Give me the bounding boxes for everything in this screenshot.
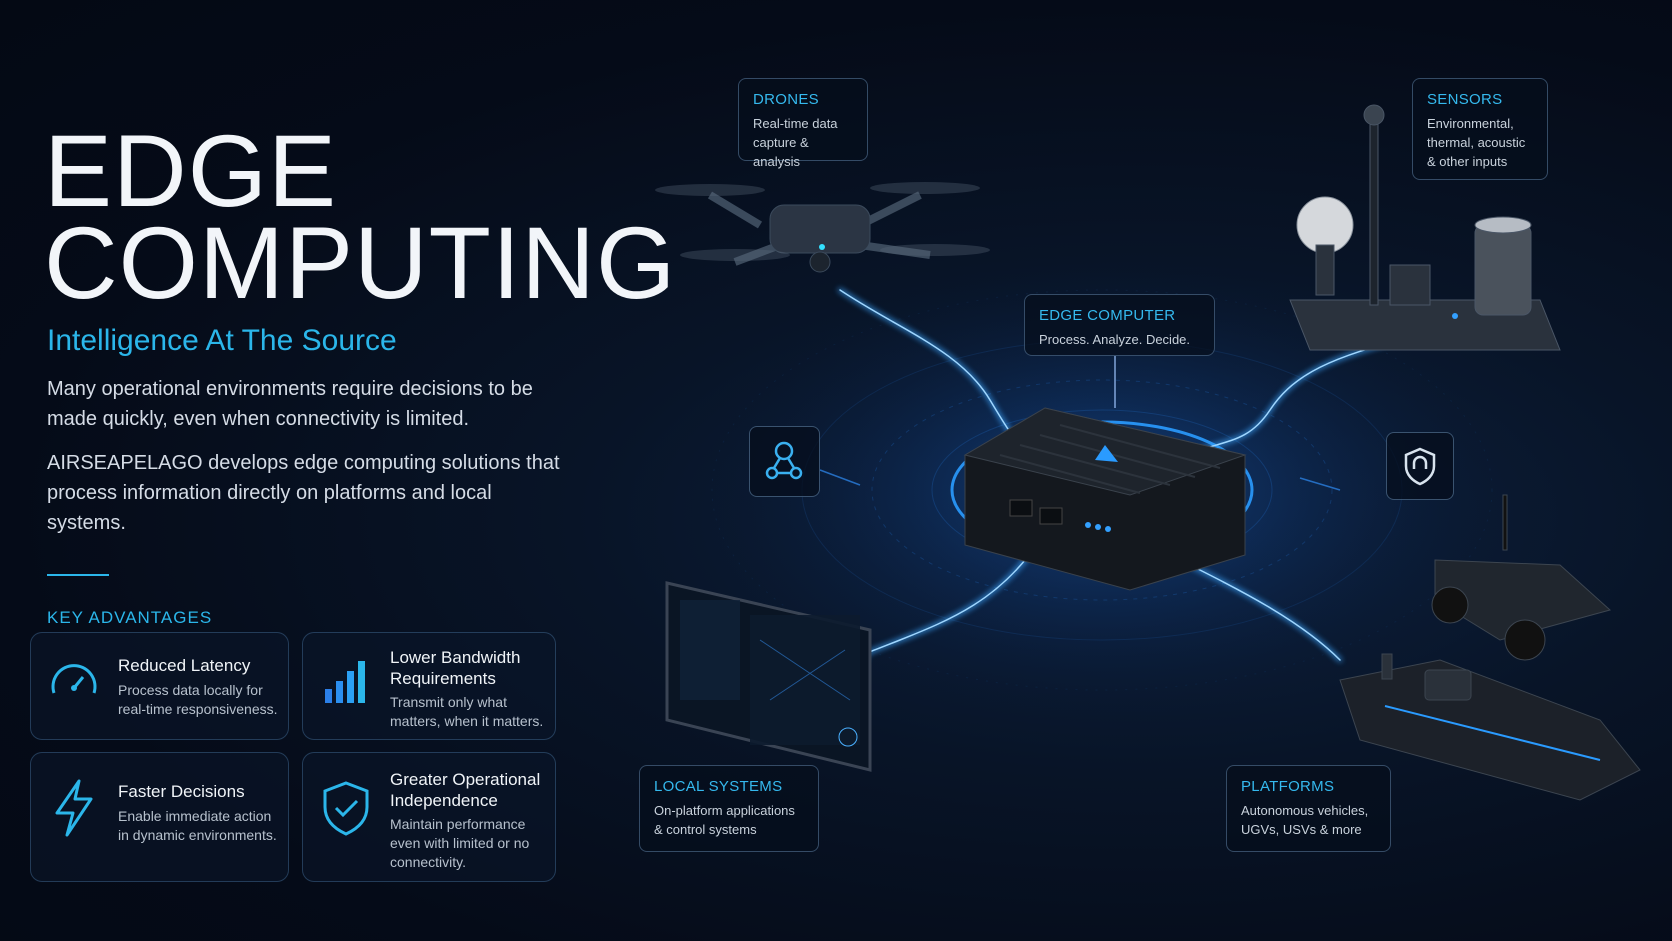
shield-check-icon	[323, 781, 369, 836]
advantage-title: Lower Bandwidth Requirements	[390, 648, 521, 688]
company-paragraph: AIRSEAPELAGO develops edge computing sol…	[47, 452, 560, 534]
advantage-desc: Maintain performance even with limited o…	[390, 816, 530, 870]
advantage-desc: Process data locally for real-time respo…	[118, 682, 278, 717]
callout-drones: DRONES Real-time data capture & analysis	[738, 78, 868, 169]
callout-platforms: PLATFORMS Autonomous vehicles, UGVs, USV…	[1226, 765, 1391, 852]
advantages-heading: KEY ADVANTAGES	[47, 608, 213, 627]
speedometer-icon	[51, 664, 97, 694]
callout-sensors: SENSORS Environmental, thermal, acoustic…	[1412, 78, 1548, 180]
usv-illustration	[1339, 653, 1641, 801]
signal-bars-icon	[325, 661, 365, 703]
hero-title-line2: COMPUTING	[44, 206, 677, 320]
drone-illustration	[655, 182, 990, 273]
monitor-illustration	[665, 581, 872, 772]
callout-desc: Environmental, thermal, acoustic & other…	[1427, 116, 1526, 169]
callout-title: LOCAL SYSTEMS	[654, 778, 783, 795]
callout-local-systems: LOCAL SYSTEMS On-platform applications &…	[639, 765, 819, 852]
security-shield-icon	[1404, 447, 1436, 486]
callout-desc: On-platform applications & control syste…	[654, 803, 795, 837]
callout-title: PLATFORMS	[1241, 778, 1335, 795]
advantage-card-faster-decisions: Faster Decisions Enable immediate action…	[30, 752, 289, 882]
callout-desc: Process. Analyze. Decide.	[1039, 332, 1191, 347]
advantage-card-reduced-latency: Reduced Latency Process data locally for…	[30, 632, 289, 740]
sensors-illustration	[1289, 104, 1561, 351]
advantage-title: Reduced Latency	[118, 656, 251, 675]
edge-computer-illustration	[963, 407, 1247, 591]
section-divider	[47, 574, 109, 576]
lightning-icon	[55, 779, 93, 837]
advantage-title: Faster Decisions	[118, 782, 245, 801]
advantage-card-lower-bandwidth: Lower Bandwidth Requirements Transmit on…	[302, 632, 556, 740]
intro-paragraph: Many operational environments require de…	[47, 378, 533, 430]
ugv-illustration	[1431, 494, 1612, 661]
callout-desc: Real-time data capture & analysis	[753, 116, 838, 169]
callout-title: SENSORS	[1427, 91, 1503, 108]
callout-desc: Autonomous vehicles, UGVs, USVs & more	[1241, 803, 1369, 837]
advantage-desc: Transmit only what matters, when it matt…	[390, 694, 544, 729]
callout-title: EDGE COMPUTER	[1039, 307, 1176, 324]
advantage-desc: Enable immediate action in dynamic envir…	[118, 808, 277, 843]
advantage-title: Greater Operational Independence	[390, 770, 541, 810]
security-shield-box	[1386, 432, 1454, 500]
callout-title: DRONES	[753, 91, 819, 108]
advantage-card-operational-independence: Greater Operational Independence Maintai…	[302, 752, 556, 882]
hero-subtitle: Intelligence At The Source	[47, 324, 397, 357]
network-nodes-box	[749, 426, 820, 497]
callout-edge-computer: EDGE COMPUTER Process. Analyze. Decide.	[1024, 294, 1215, 356]
hero-title-line1: EDGE	[44, 114, 338, 228]
network-nodes-icon	[765, 441, 803, 480]
